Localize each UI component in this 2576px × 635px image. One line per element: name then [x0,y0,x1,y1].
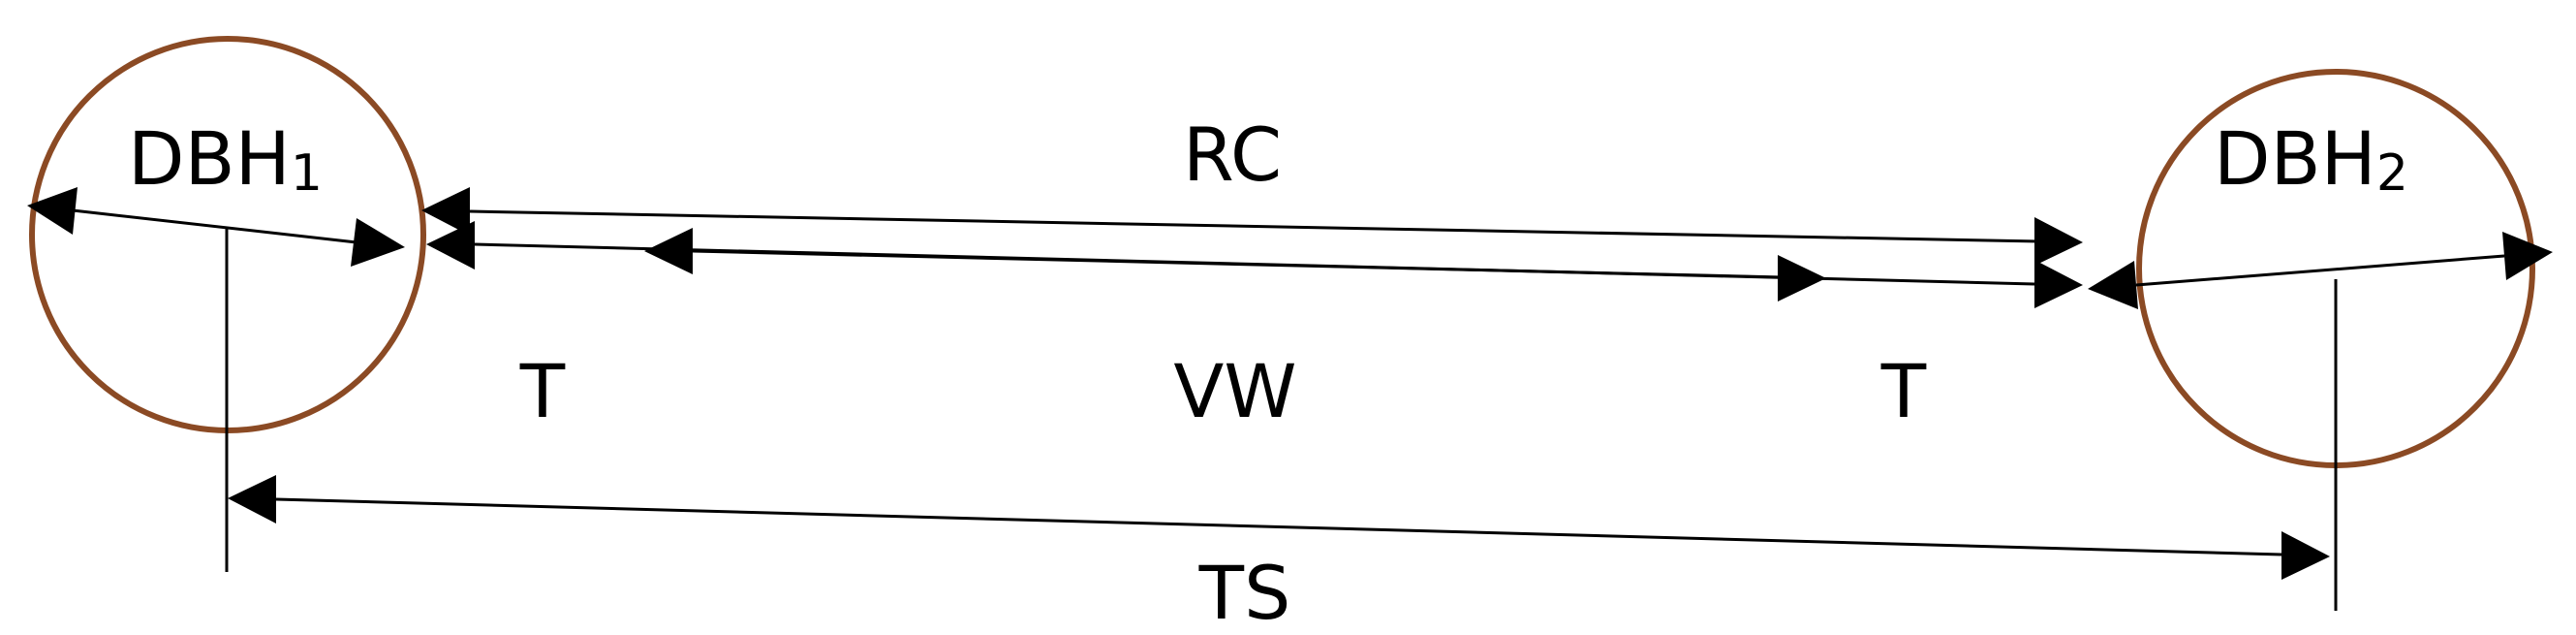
dbh1-label: DBH1 [128,115,323,203]
ts-arrow [228,475,2330,580]
edge-arrowhead-left [426,221,475,270]
ts-arrowhead-right [2281,531,2330,580]
dbh1-diameter-arrow [27,187,405,267]
vw-arrowhead-right [1778,255,1826,302]
dbh2-arrowhead-right [2502,232,2553,280]
dbh2-label: DBH2 [2214,115,2408,203]
dbh2-label-subscript: 2 [2376,144,2408,203]
rc-arrowhead-left [421,187,470,236]
rc-arrowhead-right [2034,217,2083,266]
dbh1-arrowhead-right [351,218,405,267]
t-left-label: T [519,348,566,434]
vw-arrowhead-left [644,228,693,274]
dbh2-label-main: DBH [2214,115,2376,202]
vw-arrow [644,228,1826,302]
dbh2-diameter-arrow [2088,232,2553,309]
edge-arrowhead-right [2034,260,2083,308]
rc-label: RC [1183,111,1282,198]
dbh1-label-subscript: 1 [291,144,323,203]
vw-label: VW [1173,348,1296,434]
dbh2-arrowhead-left [2088,261,2138,309]
ts-arrowhead-left [228,475,276,524]
t-right-label: T [1880,348,1927,434]
dbh1-label-main: DBH [128,115,291,202]
ts-label: TS [1198,550,1291,635]
rc-arrow [421,187,2083,266]
dbh1-arrowhead-left [27,187,78,235]
